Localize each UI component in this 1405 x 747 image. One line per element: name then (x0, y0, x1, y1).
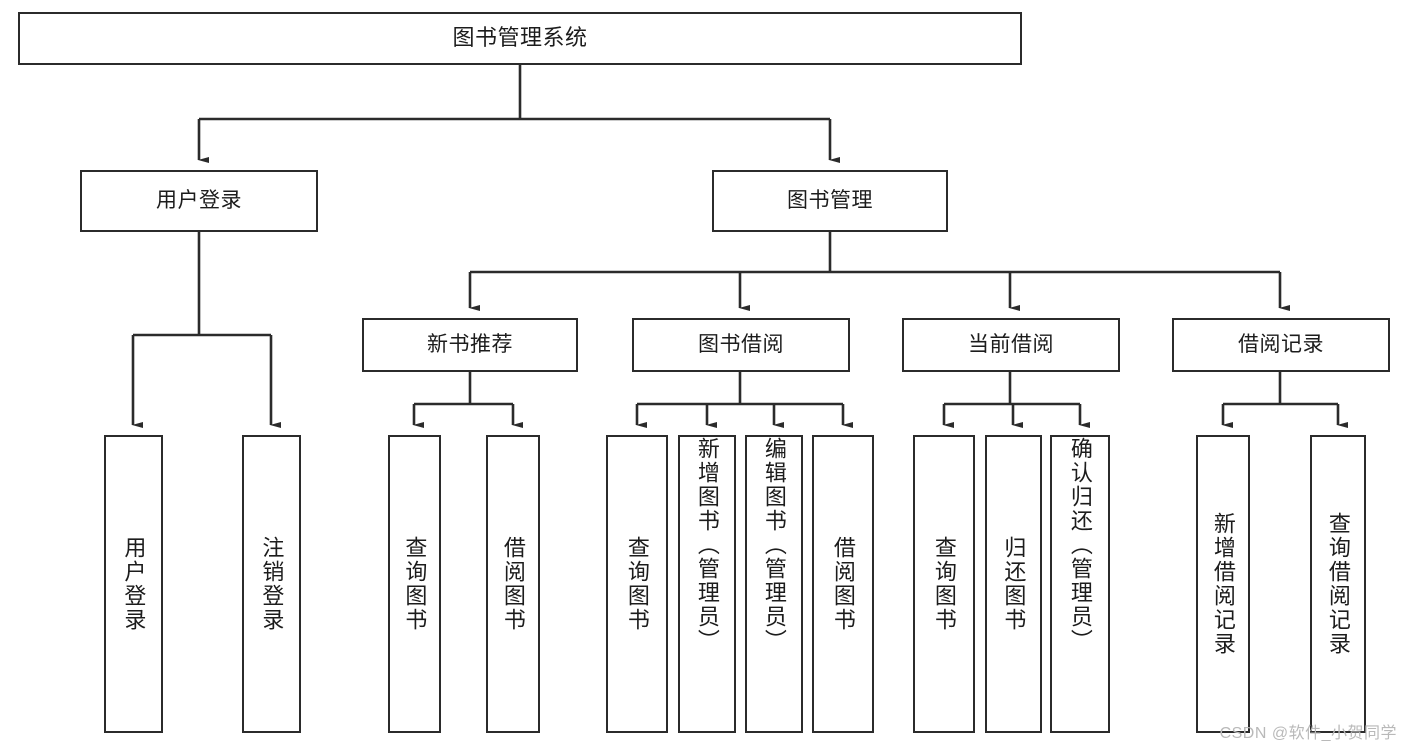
node-label: 确认归还（管理员） (1067, 437, 1093, 653)
node-label: 用户登录 (121, 536, 147, 632)
node-label: 查询图书 (624, 536, 650, 632)
node-leaf-add-borrow-record[interactable]: 新增借阅记录 (1196, 435, 1250, 733)
node-leaf-confirm-return-admin[interactable]: 确认归还（管理员） (1050, 435, 1110, 733)
node-label: 图书借阅 (698, 333, 784, 357)
node-label: 归还图书 (1001, 536, 1027, 632)
node-label: 注销登录 (259, 536, 285, 632)
node-label: 用户登录 (156, 189, 242, 213)
node-label: 当前借阅 (968, 333, 1054, 357)
node-new-book-recommend[interactable]: 新书推荐 (362, 318, 578, 372)
node-book-manage[interactable]: 图书管理 (712, 170, 948, 232)
node-current-borrow[interactable]: 当前借阅 (902, 318, 1120, 372)
node-label: 编辑图书（管理员） (761, 437, 787, 653)
node-label: 新书推荐 (427, 333, 513, 357)
node-label: 新增借阅记录 (1210, 512, 1236, 656)
node-user-login[interactable]: 用户登录 (80, 170, 318, 232)
node-leaf-edit-book-admin[interactable]: 编辑图书（管理员） (745, 435, 803, 733)
node-leaf-query-book-3[interactable]: 查询图书 (913, 435, 975, 733)
node-leaf-query-book-1[interactable]: 查询图书 (388, 435, 441, 733)
node-leaf-borrow-book-2[interactable]: 借阅图书 (812, 435, 874, 733)
node-label: 图书管理 (787, 189, 873, 213)
node-label: 图书管理系统 (452, 25, 588, 51)
node-leaf-return-book[interactable]: 归还图书 (985, 435, 1042, 733)
node-leaf-query-book-2[interactable]: 查询图书 (606, 435, 668, 733)
node-borrow-record[interactable]: 借阅记录 (1172, 318, 1390, 372)
node-book-borrow[interactable]: 图书借阅 (632, 318, 850, 372)
node-leaf-logout-login[interactable]: 注销登录 (242, 435, 301, 733)
node-label: 查询图书 (402, 536, 428, 632)
node-leaf-borrow-book-1[interactable]: 借阅图书 (486, 435, 540, 733)
node-label: 新增图书（管理员） (694, 437, 720, 653)
node-root-system[interactable]: 图书管理系统 (18, 12, 1022, 65)
node-leaf-query-borrow-record[interactable]: 查询借阅记录 (1310, 435, 1366, 733)
node-leaf-add-book-admin[interactable]: 新增图书（管理员） (678, 435, 736, 733)
node-label: 查询图书 (931, 536, 957, 632)
node-leaf-user-login[interactable]: 用户登录 (104, 435, 163, 733)
node-label: 借阅图书 (500, 536, 526, 632)
node-label: 查询借阅记录 (1325, 512, 1351, 656)
node-label: 借阅图书 (830, 536, 856, 632)
node-label: 借阅记录 (1238, 333, 1324, 357)
